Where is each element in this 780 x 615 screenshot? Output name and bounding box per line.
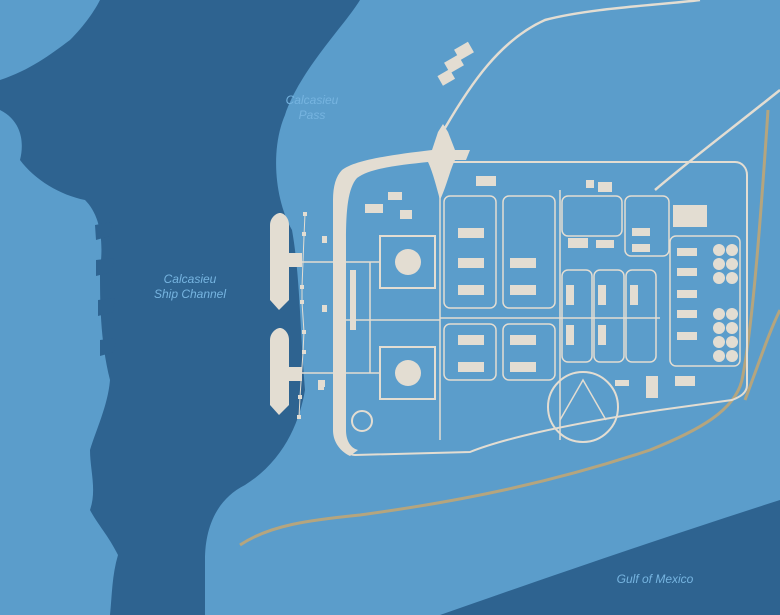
calcasieu-ship-channel-label: Calcasieu Ship Channel <box>153 272 227 301</box>
north-buildings <box>437 41 474 86</box>
process-equipment <box>318 176 738 398</box>
west-bank-inlets <box>95 222 116 356</box>
jetty-line <box>298 213 306 418</box>
small-tank <box>351 410 373 432</box>
calcasieu-pass-label: Calcasieu Pass <box>285 93 339 122</box>
gulf-of-mexico-water <box>440 500 780 615</box>
basin-lines <box>559 378 607 421</box>
circular-basin <box>547 371 619 443</box>
site-perimeter-road <box>345 161 748 457</box>
lng-storage-tanks <box>379 235 436 400</box>
gulf-of-mexico-label: Gulf of Mexico <box>616 572 694 586</box>
lng-carriers <box>270 213 302 415</box>
access-road <box>443 0 701 129</box>
pipeline-east <box>743 309 780 401</box>
process-blocks <box>443 195 741 381</box>
east-road <box>654 89 780 191</box>
calcasieu-ship-channel-water <box>0 0 360 615</box>
levee-berm <box>333 124 470 456</box>
pipeline-loop <box>239 109 770 547</box>
